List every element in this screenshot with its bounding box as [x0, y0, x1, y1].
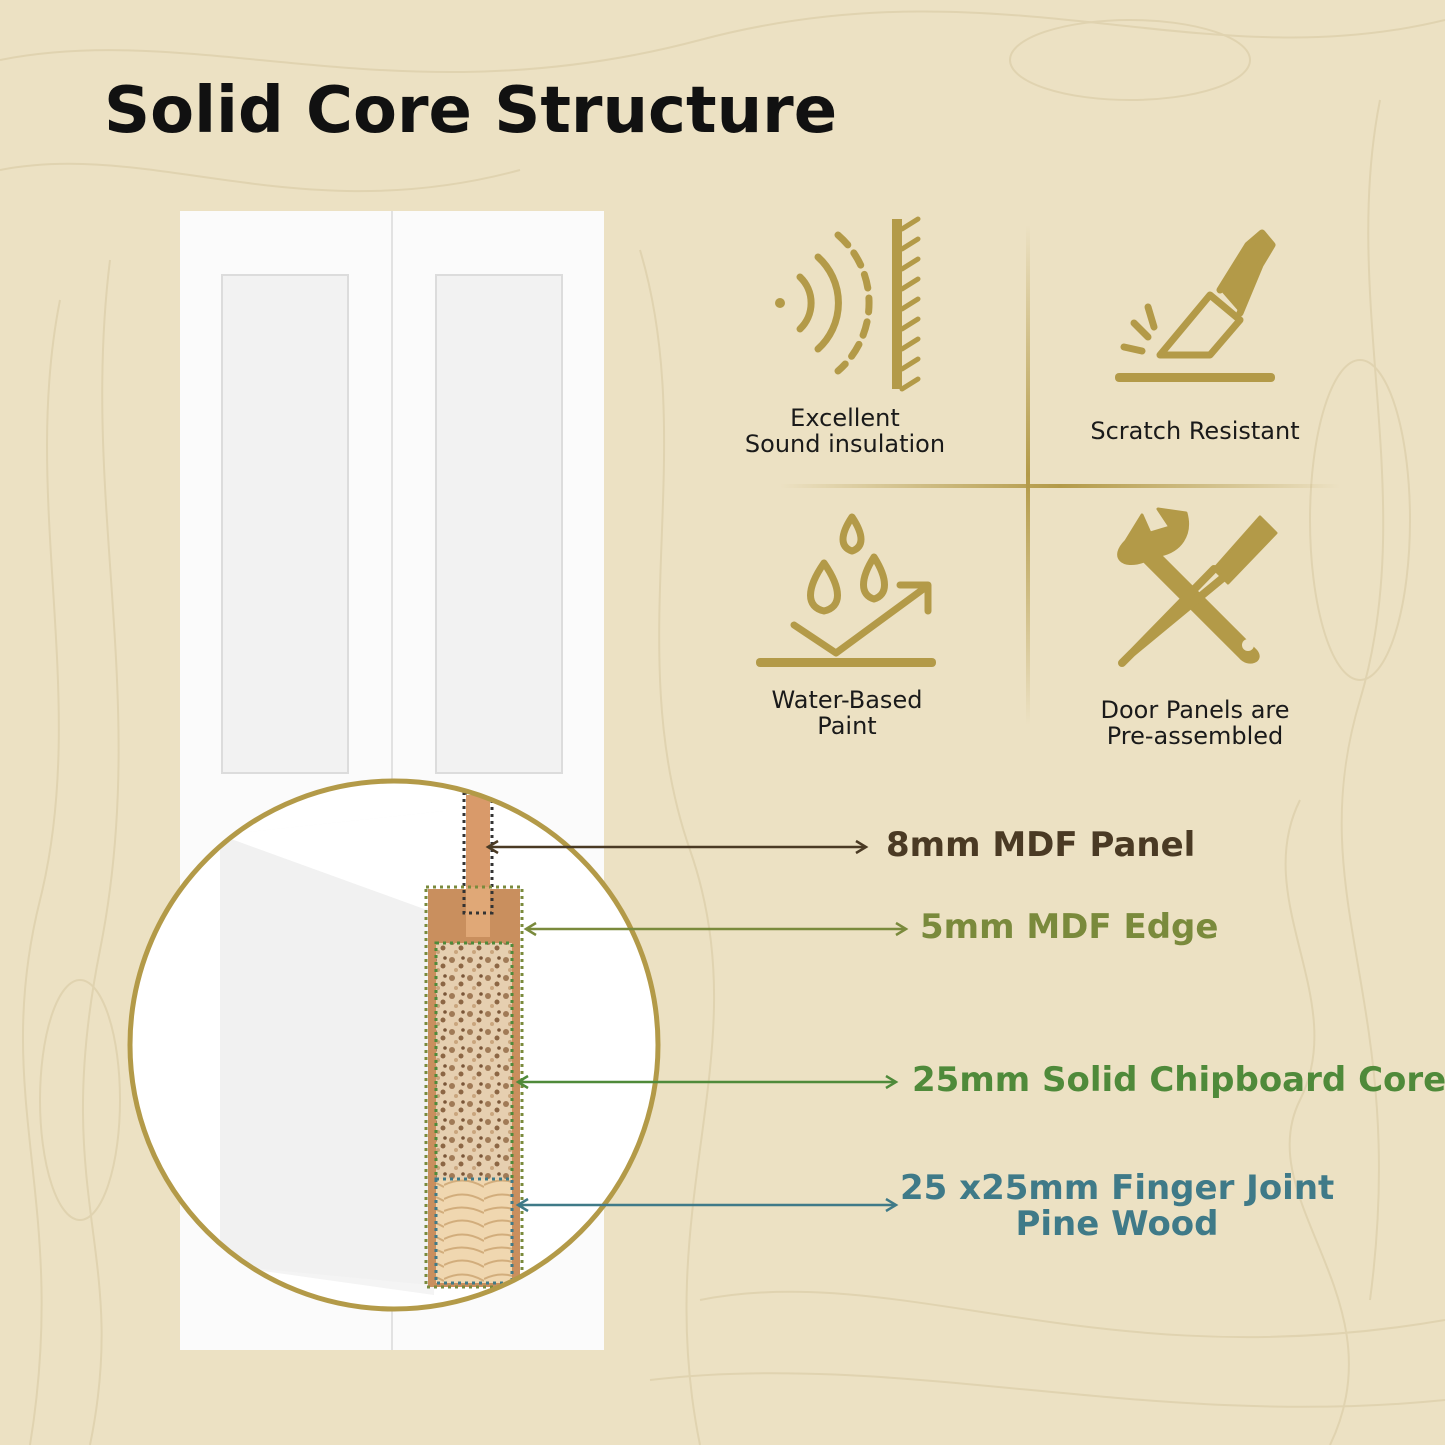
feature-label-pre-assembled: Door Panels are Pre-assembled: [1100, 696, 1290, 750]
feature-label-water-based-paint: Water-Based Paint: [771, 686, 923, 740]
features-grid: Excellent Sound insulation Scratch Resis…: [740, 205, 1380, 765]
callout-arrows: [485, 839, 909, 1213]
sound-wave-icon: [775, 216, 921, 392]
callout-chipboard-core: 25mm Solid Chipboard Core: [912, 1060, 1445, 1100]
page-title: Solid Core Structure: [104, 74, 838, 148]
knife-scratch-icon: [1115, 229, 1276, 382]
cross-section-magnifier: [127, 778, 661, 1312]
feature-label-scratch-resistant: Scratch Resistant: [1090, 417, 1300, 445]
water-drops-icon: [756, 513, 936, 667]
wrench-screwdriver-icon: [1117, 507, 1278, 667]
callout-mdf-edge: 5mm MDF Edge: [920, 907, 1219, 947]
feature-label-sound-insulation: Excellent Sound insulation: [744, 404, 946, 458]
callout-mdf-panel: 8mm MDF Panel: [886, 825, 1196, 865]
callout-pine-wood: 25 x25mm Finger Joint Pine Wood: [900, 1168, 1335, 1244]
